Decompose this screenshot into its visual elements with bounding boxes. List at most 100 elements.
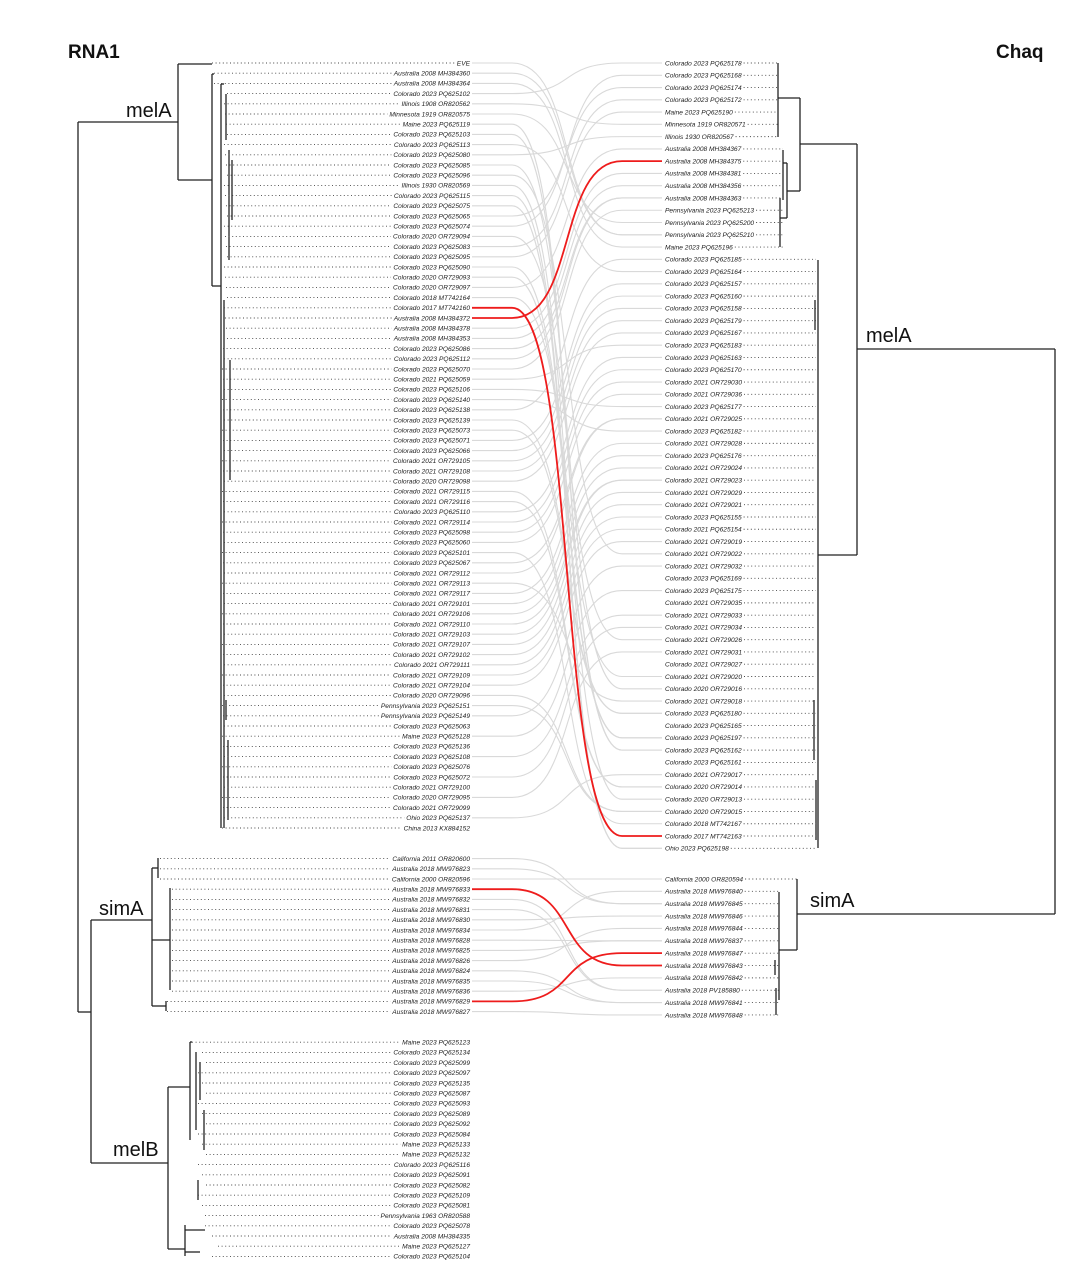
right-leaf-label: Australia 2018 MW976842 — [664, 975, 743, 982]
right-leaf-label: Colorado 2021 OR729031 — [665, 649, 742, 656]
tangle-link — [472, 381, 662, 533]
left-leaf-label: China 2013 KX884152 — [404, 825, 471, 832]
left-leaf-label: Colorado 2023 PQ625081 — [393, 1203, 470, 1210]
tangle-link — [472, 136, 662, 156]
left-leaf-label: EVE — [457, 60, 471, 67]
left-leaf-label: Colorado 2023 PQ625091 — [393, 1172, 470, 1179]
right-leaf-label: Colorado 2021 OR729019 — [665, 539, 742, 546]
left-leaf-label: Australia 2018 MW976833 — [391, 887, 470, 894]
tangle-link — [472, 295, 662, 452]
left-leaf-label: Colorado 2021 OR729105 — [393, 458, 470, 465]
left-leaf-label: Maine 2023 PQ625127 — [402, 1244, 470, 1251]
left-leaf-label: Colorado 2023 PQ625101 — [393, 550, 470, 557]
right-leaf-label: Colorado 2021 OR729021 — [665, 502, 742, 509]
left-leaf-label: Colorado 2023 PQ625096 — [393, 173, 470, 180]
left-leaf-label: Colorado 2023 PQ625090 — [393, 264, 470, 271]
tangle-link — [472, 185, 662, 339]
left-leaf-label: Ohio 2023 PQ625137 — [406, 815, 470, 822]
left-leaf-label: Australia 2018 MW976825 — [391, 948, 470, 955]
left-leaf-label: Colorado 2021 OR729104 — [393, 683, 470, 690]
left-leaf-label: Colorado 2021 OR729113 — [394, 581, 471, 588]
tangle-link — [472, 455, 662, 605]
right-leaf-label: Colorado 2021 OR729035 — [665, 600, 742, 607]
left-leaf-label: Colorado 2020 OR729096 — [393, 693, 470, 700]
tangle-link — [472, 197, 662, 350]
left-leaf-label: Colorado 2023 PQ625103 — [393, 132, 470, 139]
highlighted-tangle-link — [472, 306, 662, 837]
left-leaf-label: Pennsylvania 1963 OR820588 — [381, 1213, 471, 1220]
tangle-link — [472, 388, 662, 408]
right-leaf-label: Colorado 2021 OR729033 — [665, 612, 742, 619]
left-leaf-label: Colorado 2023 PQ625138 — [393, 407, 470, 414]
left-leaf-label: Colorado 2023 PQ625070 — [393, 366, 470, 373]
right-leaf-label: Colorado 2023 PQ625178 — [665, 60, 742, 67]
right-leaf-label: Colorado 2023 PQ625185 — [665, 257, 742, 264]
tangle-link — [472, 113, 662, 224]
right-leaf-label: Colorado 2020 OR729015 — [665, 809, 742, 816]
left-leaf-label: Colorado 2023 PQ625140 — [393, 397, 470, 404]
tangle-link — [472, 369, 662, 523]
left-leaf-label: Colorado 2021 OR729101 — [393, 601, 470, 608]
right-leaf-label: Colorado 2023 PQ625177 — [665, 404, 742, 411]
right-leaf-label: Australia 2018 MW976837 — [664, 938, 743, 945]
right-leaf-label: Colorado 2023 PQ625197 — [665, 735, 742, 742]
tangle-link — [472, 651, 662, 798]
left-leaf-label: Colorado 2021 OR729108 — [393, 468, 470, 475]
right-leaf-label: Colorado 2023 PQ625182 — [665, 428, 742, 435]
tangle-link — [472, 501, 662, 788]
tangle-link — [472, 552, 662, 825]
left-leaf-label: Maine 2023 PQ625128 — [402, 734, 470, 741]
right-leaf-label: Colorado 2021 OR729029 — [665, 490, 742, 497]
right-leaf-label: Australia 2018 MW976844 — [664, 926, 743, 933]
tangle-link — [472, 297, 662, 678]
right-leaf-label: Colorado 2017 MT742163 — [665, 833, 742, 840]
right-leaf-label: Colorado 2021 OR729034 — [665, 625, 742, 632]
left-leaf-label: Australia 2008 MH384360 — [393, 71, 471, 78]
tangle-link — [472, 614, 662, 758]
tangle-link — [472, 144, 662, 273]
left-leaf-label: Colorado 2020 OR729097 — [393, 285, 470, 292]
left-leaf-label: Australia 2018 MW976826 — [391, 958, 470, 965]
tangle-link — [472, 74, 662, 227]
left-leaf-label: Colorado 2023 PQ625104 — [393, 1254, 470, 1261]
left-leaf-label: Colorado 2023 PQ625074 — [393, 224, 470, 231]
left-leaf-label: Colorado 2023 PQ625080 — [393, 152, 470, 159]
tangle-link — [472, 399, 662, 432]
right-leaf-label: Colorado 2023 PQ625169 — [665, 576, 742, 583]
right-leaf-label: Australia 2018 MW976847 — [664, 950, 743, 957]
right-clade-label-simA: simA — [810, 890, 855, 912]
right-leaf-label: Colorado 2021 OR729024 — [665, 465, 742, 472]
right-leaf-label: Maine 2023 PQ625196 — [665, 244, 733, 251]
right-leaf-label: Pennsylvania 2023 PQ625200 — [665, 220, 754, 227]
left-leaf-label: Colorado 2023 PQ625085 — [393, 162, 470, 169]
left-leaf-label: Colorado 2023 PQ625095 — [393, 254, 470, 261]
left-leaf-label: Colorado 2021 PQ625059 — [393, 377, 470, 384]
left-leaf-label: California 2011 OR820600 — [392, 856, 470, 863]
left-leaf-label: Colorado 2023 PQ625135 — [393, 1080, 470, 1087]
left-leaf-label: Colorado 2023 PQ625065 — [393, 213, 470, 220]
tangle-link — [472, 103, 662, 125]
tangle-link — [472, 590, 662, 737]
left-leaf-label: Colorado 2023 PQ625093 — [393, 1101, 470, 1108]
left-leaf-label: Colorado 2023 PQ625087 — [393, 1091, 470, 1098]
tangle-link — [472, 283, 662, 441]
right-leaf-label: Colorado 2021 PQ625154 — [665, 527, 742, 534]
left-leaf-label: Colorado 2023 PQ625082 — [393, 1182, 470, 1189]
tangle-link — [472, 858, 662, 905]
right-leaf-label: Pennsylvania 2023 PQ625213 — [665, 208, 754, 215]
right-leaf-label: Colorado 2023 PQ625157 — [665, 281, 742, 288]
right-leaf-label: Colorado 2023 PQ625176 — [665, 453, 742, 460]
links-layer — [472, 62, 662, 1016]
tangle-link — [472, 72, 662, 236]
right-leaf-label: Colorado 2021 OR729027 — [665, 662, 742, 669]
right-leaf-label: Colorado 2021 OR729036 — [665, 392, 742, 399]
right-leaf-label: Colorado 2023 PQ625179 — [665, 318, 742, 325]
tangle-link — [472, 970, 662, 1004]
left-leaf-label: Colorado 2021 OR729109 — [393, 672, 470, 679]
left-tree-title: RNA1 — [68, 42, 120, 63]
tangle-link — [472, 197, 662, 360]
right-leaf-label: Colorado 2023 PQ625170 — [665, 367, 742, 374]
right-leaf-label: Australia 2008 MH384381 — [664, 171, 742, 178]
left-leaf-label: Colorado 2023 PQ625108 — [393, 754, 470, 761]
